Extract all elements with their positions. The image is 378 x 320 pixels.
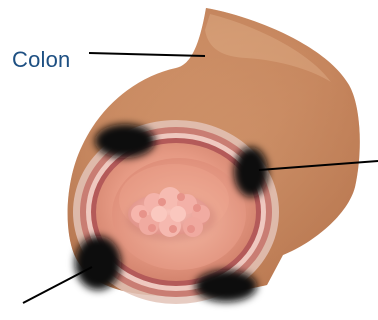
dark-mass-bottom-right (195, 270, 257, 302)
dark-mass-left-bottom (75, 236, 121, 290)
dark-mass-top-left (95, 124, 155, 158)
dark-mass-right (234, 147, 268, 197)
leader-line-lower-left (23, 267, 92, 303)
colon-label: Colon (12, 46, 70, 74)
leader-line-colon (89, 53, 205, 56)
